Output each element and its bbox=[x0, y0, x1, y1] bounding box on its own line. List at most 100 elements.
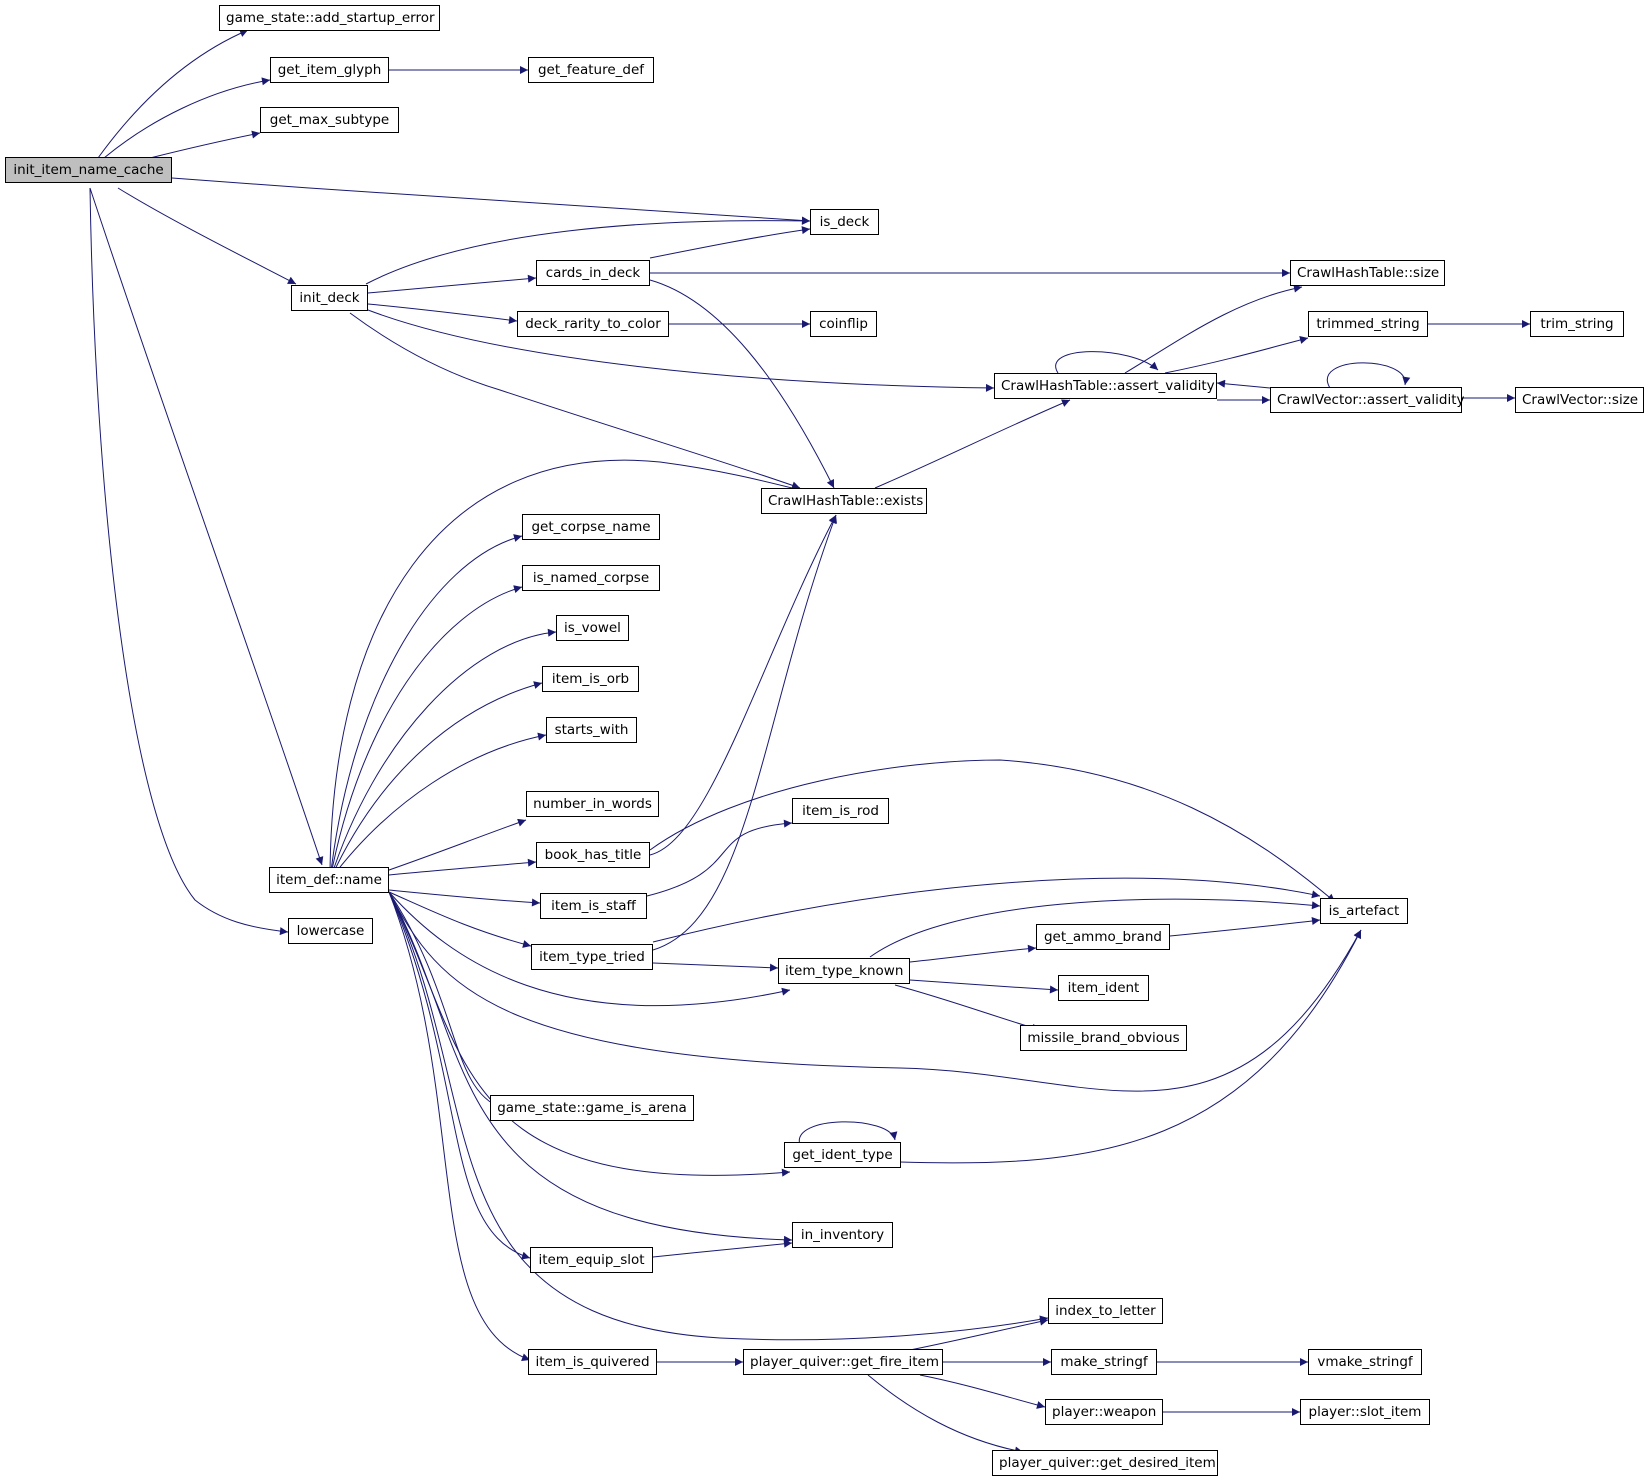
node-lowercase[interactable]: lowercase bbox=[288, 918, 373, 944]
node-game-is-arena[interactable]: game_state::game_is_arena bbox=[490, 1095, 694, 1121]
edge-tried-exists bbox=[652, 514, 837, 951]
node-crawlvector-assert-validity[interactable]: CrawlVector::assert_validity bbox=[1270, 387, 1465, 413]
node-item-is-rod[interactable]: item_is_rod bbox=[792, 798, 889, 824]
edge-exists-assert bbox=[874, 399, 1071, 489]
edge-cards-isdeck bbox=[649, 226, 811, 259]
edge-name-quivered bbox=[388, 891, 531, 1362]
node-init-item-name-cache: init_item_name_cache bbox=[5, 157, 172, 183]
edge-known-identfn bbox=[909, 979, 1059, 994]
node-player-slot-item[interactable]: player::slot_item bbox=[1300, 1399, 1430, 1425]
node-is-deck[interactable]: is_deck bbox=[810, 209, 879, 235]
node-item-is-quivered[interactable]: item_is_quivered bbox=[528, 1349, 657, 1375]
edge-book-artefact bbox=[649, 759, 1336, 903]
node-number-in-words[interactable]: number_in_words bbox=[526, 791, 659, 817]
edge-root-item-def-name bbox=[89, 187, 324, 866]
edge-name-artefact bbox=[388, 891, 1362, 1092]
edge-known-missile bbox=[894, 984, 1041, 1032]
edge-root-get-max-subtype bbox=[149, 130, 261, 159]
node-missile-brand-obvious[interactable]: missile_brand_obvious bbox=[1020, 1025, 1187, 1051]
node-is-vowel[interactable]: is_vowel bbox=[556, 615, 629, 641]
edge-initdeck-cards bbox=[367, 274, 537, 294]
edge-assert-hashsize bbox=[1124, 284, 1303, 374]
node-get-ammo-brand[interactable]: get_ammo_brand bbox=[1036, 924, 1170, 950]
node-get-item-glyph[interactable]: get_item_glyph bbox=[270, 57, 389, 83]
node-is-artefact[interactable]: is_artefact bbox=[1320, 898, 1408, 924]
edge-root-init-deck bbox=[117, 187, 297, 285]
node-crawlvector-size[interactable]: CrawlVector::size bbox=[1515, 387, 1644, 413]
edge-ident-artefact bbox=[899, 929, 1362, 1164]
edge-assert-self bbox=[1055, 351, 1159, 374]
node-item-ident[interactable]: item_ident bbox=[1058, 975, 1149, 1001]
edge-tried-artefact bbox=[652, 877, 1321, 943]
node-item-equip-slot[interactable]: item_equip_slot bbox=[530, 1247, 653, 1273]
edge-name-starts bbox=[329, 732, 547, 881]
node-item-def-name[interactable]: item_def::name bbox=[269, 867, 389, 893]
node-get-ident-type[interactable]: get_ident_type bbox=[784, 1142, 901, 1168]
node-crawlhashtable-assert-validity[interactable]: CrawlHashTable::assert_validity bbox=[994, 373, 1217, 399]
edge-vector-self bbox=[1326, 362, 1411, 389]
node-coinflip[interactable]: coinflip bbox=[810, 311, 877, 337]
edge-root-add-startup-error bbox=[97, 29, 249, 159]
edge-root-lowercase bbox=[89, 187, 289, 936]
edge-name-named bbox=[329, 585, 523, 881]
node-item-type-known[interactable]: item_type_known bbox=[778, 958, 910, 984]
node-add-startup-error[interactable]: game_state::add_startup_error bbox=[219, 5, 440, 31]
node-crawlhashtable-exists[interactable]: CrawlHashTable::exists bbox=[761, 488, 927, 514]
node-trim-string[interactable]: trim_string bbox=[1530, 311, 1624, 337]
node-get-max-subtype[interactable]: get_max_subtype bbox=[260, 107, 399, 133]
edge-fire-weapon bbox=[919, 1374, 1046, 1409]
edge-name-exists bbox=[329, 459, 801, 881]
edge-name-ident bbox=[388, 891, 791, 1177]
node-get-feature-def[interactable]: get_feature_def bbox=[528, 57, 654, 83]
node-init-deck[interactable]: init_deck bbox=[291, 285, 368, 311]
edge-known-ammo bbox=[909, 944, 1037, 963]
node-vmake-stringf[interactable]: vmake_stringf bbox=[1308, 1349, 1422, 1375]
node-deck-rarity-to-color[interactable]: deck_rarity_to_color bbox=[517, 311, 669, 337]
node-in-inventory[interactable]: in_inventory bbox=[792, 1222, 893, 1248]
edge-fire-desired bbox=[867, 1374, 1024, 1455]
edge-name-corpse bbox=[329, 534, 523, 881]
node-player-weapon[interactable]: player::weapon bbox=[1045, 1399, 1163, 1425]
edge-name-letter bbox=[388, 891, 1049, 1341]
node-item-type-tried[interactable]: item_type_tried bbox=[531, 944, 653, 970]
edge-name-arena bbox=[388, 891, 503, 1110]
edge-tried-known bbox=[652, 962, 779, 972]
edge-name-staff bbox=[388, 889, 541, 907]
edge-name-inventory bbox=[388, 891, 793, 1244]
edge-initdeck-isdeck bbox=[365, 216, 811, 285]
node-get-fire-item[interactable]: player_quiver::get_fire_item bbox=[743, 1349, 943, 1375]
edge-initdeck-exists bbox=[349, 312, 801, 490]
node-get-desired-item[interactable]: player_quiver::get_desired_item bbox=[992, 1450, 1218, 1476]
node-item-is-staff[interactable]: item_is_staff bbox=[540, 893, 647, 919]
node-item-is-orb[interactable]: item_is_orb bbox=[542, 666, 639, 692]
edge-cards-exists bbox=[649, 279, 835, 489]
edge-book-exists bbox=[649, 514, 837, 856]
node-starts-with[interactable]: starts_with bbox=[546, 717, 637, 743]
node-trimmed-string[interactable]: trimmed_string bbox=[1308, 311, 1428, 337]
edge-initdeck-assert bbox=[367, 309, 995, 392]
edge-root-is-deck bbox=[171, 177, 811, 225]
edge-ident-self bbox=[799, 1121, 898, 1146]
node-get-corpse-name[interactable]: get_corpse_name bbox=[522, 514, 660, 540]
edge-vector-assert bbox=[1216, 379, 1271, 389]
edge-ammo-artefact bbox=[1169, 917, 1321, 937]
edge-staff-rod bbox=[646, 819, 793, 897]
edge-assert-trimmed bbox=[1164, 336, 1309, 374]
edge-known-artefact bbox=[869, 898, 1321, 958]
edge-root-get-item-glyph bbox=[103, 77, 271, 159]
node-cards-in-deck[interactable]: cards_in_deck bbox=[536, 260, 650, 286]
node-make-stringf[interactable]: make_stringf bbox=[1051, 1349, 1157, 1375]
edge-name-known bbox=[388, 891, 791, 1007]
edge-name-equip bbox=[388, 891, 531, 1260]
edge-name-book bbox=[388, 858, 537, 876]
node-crawlhashtable-size[interactable]: CrawlHashTable::size bbox=[1290, 260, 1445, 286]
edge-equip-inventory bbox=[652, 1239, 793, 1258]
node-index-to-letter[interactable]: index_to_letter bbox=[1048, 1298, 1163, 1324]
node-book-has-title[interactable]: book_has_title bbox=[536, 842, 650, 868]
node-is-named-corpse[interactable]: is_named_corpse bbox=[522, 565, 660, 591]
edge-initdeck-rarity bbox=[367, 303, 518, 324]
edge-name-orb bbox=[329, 681, 543, 881]
edge-name-vowel bbox=[329, 628, 557, 881]
edges bbox=[89, 29, 1530, 1455]
